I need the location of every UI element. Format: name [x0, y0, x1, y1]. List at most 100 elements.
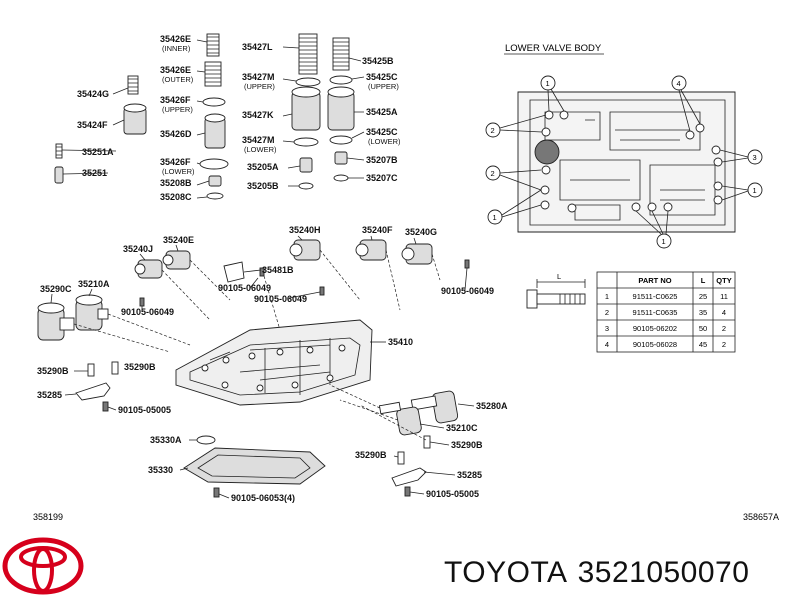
labels-middle-stack: 35427L 35427M (UPPER) 35427K 35427M (LOW… — [242, 42, 401, 191]
washer-upper — [202, 97, 226, 107]
callout-1-bottom: 1 — [656, 233, 672, 249]
label-35290b-d: 35290B — [355, 450, 387, 460]
bolt-table-cell: 45 — [699, 340, 707, 349]
plug-35426d — [204, 117, 226, 149]
toyota-logo — [2, 537, 84, 595]
bolt-table-header: PART NO — [638, 276, 671, 285]
bolt-90105-06049-mid — [319, 286, 325, 296]
labels-solenoids: 35240J 35240E 35240H 35240F 35240G 35481… — [40, 225, 494, 317]
svg-text:2: 2 — [491, 169, 495, 178]
bolt-table-cell: 50 — [699, 324, 707, 333]
strainer-35330 — [183, 447, 326, 485]
connector-lines — [73, 249, 441, 353]
labels-left-stack: 35426E (INNER) 35426E (OUTER) 35424G 354… — [61, 34, 210, 202]
lower-right-parts: 35280A 35210C 35290B 35290B 35285 90105-… — [329, 384, 508, 499]
bolt-table-cell: 11 — [720, 292, 728, 301]
label-35210a: 35210A — [78, 279, 110, 289]
bolt-table-cell: 91511-C0625 — [633, 292, 678, 301]
label-bolt-90105-05005-a: 90105-05005 — [118, 405, 171, 415]
bolt-90105-06049-right — [464, 259, 470, 269]
callout-4-top: 4 — [671, 75, 687, 91]
label-35427k: 35427K — [242, 110, 274, 120]
label-35410: 35410 — [388, 337, 413, 347]
bolt-table-cell: 90105-06028 — [633, 340, 677, 349]
plug-35427k — [291, 91, 321, 131]
label-35240j: 35240J — [123, 244, 153, 254]
label-upper-2: (UPPER) — [244, 82, 275, 91]
label-35240f: 35240F — [362, 225, 393, 235]
label-35290b-a: 35290B — [37, 366, 69, 376]
label-35426e-outer: 35426E — [160, 65, 191, 75]
accumulator-bore — [534, 139, 560, 165]
label-bolt-90105-05005-b: 90105-05005 — [426, 489, 479, 499]
label-bolt-90105-06049-a: 90105-06049 — [218, 283, 271, 293]
bolt-illustration-head — [526, 289, 538, 309]
pin-35251 — [54, 166, 64, 184]
label-35427m-lower: 35427M — [242, 135, 275, 145]
ball-35207b — [334, 151, 348, 165]
spring-35424g — [127, 75, 139, 95]
label-35424f: 35424F — [77, 120, 108, 130]
svg-text:1: 1 — [662, 237, 666, 246]
label-35251a: 35251A — [82, 147, 114, 157]
svg-text:1: 1 — [753, 186, 757, 195]
washer-35427m-lower — [293, 137, 319, 147]
label-upper: (UPPER) — [162, 105, 193, 114]
brand-name: TOYOTA — [444, 556, 568, 589]
ball-35205a — [299, 157, 313, 173]
callout-2-b: 2 — [485, 165, 501, 181]
ref-number-left: 358199 — [33, 512, 63, 522]
washer-35427m-upper — [295, 77, 321, 87]
spring-35207c — [333, 174, 349, 182]
pin-35290b-b — [111, 361, 119, 375]
label-35205b: 35205B — [247, 181, 279, 191]
label-35425b: 35425B — [362, 56, 394, 66]
bolt-illustration-shank — [536, 293, 586, 305]
label-bolt-90105-06053: 90105-06053(4) — [231, 493, 295, 503]
lower-left-parts: 35290B 35290B 35285 90105-05005 — [37, 361, 171, 415]
label-outer: (OUTER) — [162, 75, 194, 84]
label-35290b-c: 35290B — [451, 440, 483, 450]
label-upper-3: (UPPER) — [368, 82, 399, 91]
label-35205a: 35205A — [247, 162, 279, 172]
oil-strainer: 35330A 35330 90105-06053(4) — [148, 435, 326, 503]
label-bolt-90105-06049-c: 90105-06049 — [121, 307, 174, 317]
svg-text:2: 2 — [491, 126, 495, 135]
plug-35425a — [327, 91, 355, 131]
label-35426e: 35426E — [160, 34, 191, 44]
bolt-table-header: L — [701, 276, 706, 285]
bracket-35481b — [223, 261, 245, 283]
washer-35425c-lower — [329, 135, 353, 145]
bolt-table-cell: 4 — [722, 308, 726, 317]
label-lower-2: (LOWER) — [244, 145, 277, 154]
bolt-table-cell: 2 — [605, 308, 609, 317]
label-35285-b: 35285 — [457, 470, 482, 480]
spring-35208c — [206, 192, 224, 200]
pin-35290b-c — [423, 435, 431, 449]
label-35280a: 35280A — [476, 401, 508, 411]
bolt-90105-05005-b — [404, 486, 411, 497]
valve-body-plate — [517, 91, 736, 233]
oring-35330a — [196, 435, 216, 445]
svg-text:4: 4 — [677, 79, 681, 88]
spring-stack-middle — [291, 33, 355, 190]
label-35424g: 35424G — [77, 89, 109, 99]
bolt-table-cell: 2 — [722, 340, 726, 349]
pin-35290b-a — [87, 363, 95, 377]
bolt-length-label: L — [557, 272, 561, 281]
label-35240g: 35240G — [405, 227, 437, 237]
label-35330a: 35330A — [150, 435, 182, 445]
label-35425a: 35425A — [366, 107, 398, 117]
label-35290b-b: 35290B — [124, 362, 156, 372]
pin-35290b-d — [397, 451, 405, 465]
svg-text:1: 1 — [493, 213, 497, 222]
label-35208c: 35208C — [160, 192, 192, 202]
bolt-table-cell: 2 — [722, 324, 726, 333]
lower-valve-body-title: LOWER VALVE BODY — [505, 43, 602, 54]
part-number: 3521050070 — [577, 556, 750, 589]
label-lower-3: (LOWER) — [368, 137, 401, 146]
label-35207c: 35207C — [366, 173, 398, 183]
label-35427m-upper: 35427M — [242, 72, 275, 82]
